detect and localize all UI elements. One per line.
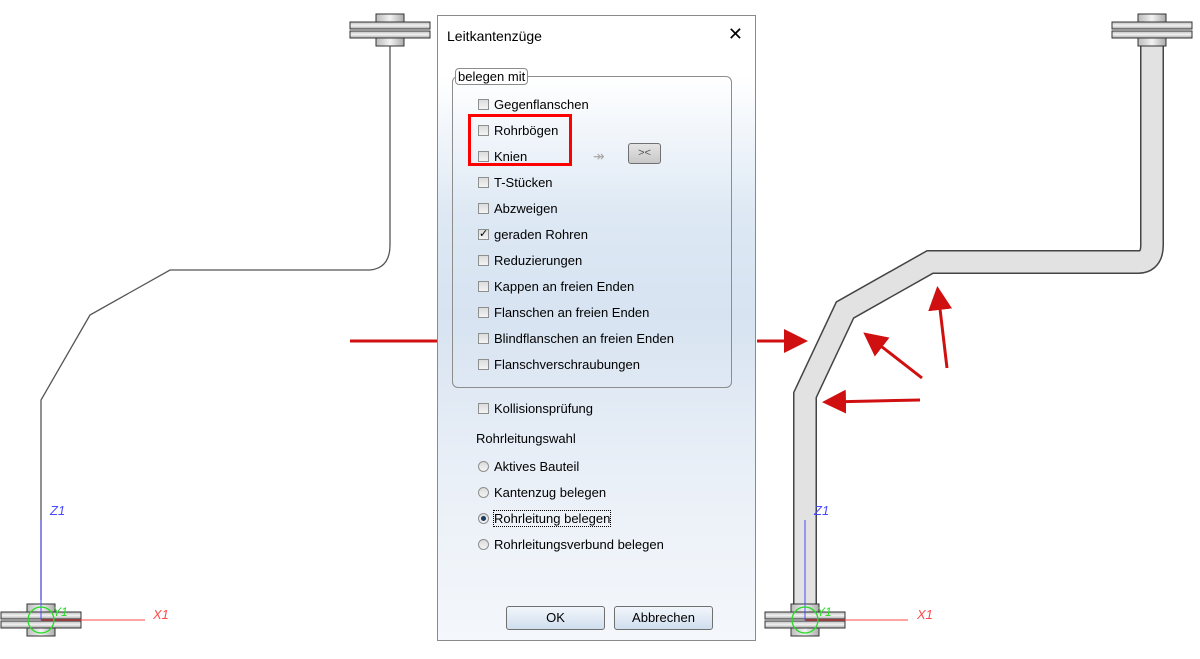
checkbox-label: T-Stücken	[494, 175, 553, 190]
swap-arrows-icon: ↠	[593, 148, 605, 164]
belegen-mit-group	[452, 76, 732, 388]
group-label: belegen mit	[455, 68, 529, 85]
option-checkbox[interactable]: Abzweigen	[478, 201, 558, 216]
axis-label-z: Z1	[49, 503, 65, 518]
dialog-title: Leitkantenzüge	[447, 28, 542, 44]
axis-right	[791, 520, 908, 634]
option-checkbox[interactable]: Gegenflanschen	[478, 97, 589, 112]
radio-button[interactable]	[478, 487, 489, 498]
radio-label: Rohrleitungsverbund belegen	[494, 537, 664, 552]
radio-button[interactable]	[478, 539, 489, 550]
highlight-box	[468, 114, 572, 166]
pipe-model-right	[764, 13, 1193, 637]
checkbox[interactable]	[478, 307, 489, 318]
option-checkbox[interactable]: Knien	[478, 149, 527, 164]
checkbox-label: Blindflanschen an freien Enden	[494, 331, 674, 346]
axis-label-x-right: X1	[916, 607, 933, 622]
checkbox[interactable]	[478, 281, 489, 292]
swap-button[interactable]: ><	[628, 143, 661, 164]
checkbox[interactable]	[478, 403, 489, 414]
radio-label: Rohrleitung belegen	[492, 510, 612, 527]
checkbox[interactable]	[478, 125, 489, 136]
checkbox[interactable]	[478, 203, 489, 214]
collision-checkbox[interactable]: Kollisionsprüfung	[478, 401, 593, 416]
checkbox-label: Kappen an freien Enden	[494, 279, 635, 294]
axis-label-x: X1	[152, 607, 169, 622]
axis-label-y: Y1	[53, 605, 68, 619]
checkbox-label: Knien	[494, 149, 528, 164]
cancel-button[interactable]: Abbrechen	[614, 606, 713, 630]
checkbox[interactable]: ✓	[478, 228, 489, 240]
option-checkbox[interactable]: Flanschverschraubungen	[478, 357, 640, 372]
option-checkbox[interactable]: T-Stücken	[478, 175, 553, 190]
axis-left	[27, 520, 145, 634]
radio-button[interactable]	[478, 461, 489, 472]
selection-heading: Rohrleitungswahl	[476, 431, 576, 446]
option-checkbox[interactable]: Rohrbögen	[478, 123, 558, 138]
wireframe-pipe-left	[0, 13, 431, 637]
checkbox-label: Kollisionsprüfung	[494, 401, 594, 416]
leitkantenzuege-dialog: Leitkantenzüge ✕ belegen mit Gegenflansc…	[437, 15, 756, 641]
axis-label-y-right: Y1	[817, 605, 832, 619]
radio-option[interactable]: Rohrleitung belegen	[478, 510, 612, 527]
checkbox-label: Reduzierungen	[494, 253, 583, 268]
radio-option[interactable]: Rohrleitungsverbund belegen	[478, 537, 664, 552]
checkbox-label: Flanschverschraubungen	[494, 357, 640, 372]
option-checkbox[interactable]: Blindflanschen an freien Enden	[478, 331, 674, 346]
ok-button[interactable]: OK	[506, 606, 605, 630]
radio-label: Kantenzug belegen	[494, 485, 607, 500]
radio-option[interactable]: Kantenzug belegen	[478, 485, 606, 500]
option-checkbox[interactable]: Flanschen an freien Enden	[478, 305, 649, 320]
close-icon[interactable]: ✕	[727, 24, 743, 44]
option-checkbox[interactable]: ✓ geraden Rohren	[478, 227, 588, 242]
option-checkbox[interactable]: Reduzierungen	[478, 253, 582, 268]
checkbox[interactable]	[478, 333, 489, 344]
radio-button[interactable]	[478, 513, 489, 524]
checkbox[interactable]	[478, 255, 489, 266]
annotation-arrows	[350, 286, 953, 414]
checkbox-label: Gegenflanschen	[494, 97, 589, 112]
checkbox[interactable]	[478, 151, 489, 162]
checkbox[interactable]	[478, 359, 489, 370]
checkbox-label: geraden Rohren	[494, 227, 588, 242]
radio-label: Aktives Bauteil	[494, 459, 580, 474]
checkbox[interactable]	[478, 99, 489, 110]
checkbox-label: Flanschen an freien Enden	[494, 305, 650, 320]
checkbox-label: Rohrbögen	[494, 123, 559, 138]
checkbox-label: Abzweigen	[494, 201, 558, 216]
radio-option[interactable]: Aktives Bauteil	[478, 459, 579, 474]
checkbox[interactable]	[478, 177, 489, 188]
axis-label-z-right: Z1	[813, 503, 829, 518]
option-checkbox[interactable]: Kappen an freien Enden	[478, 279, 634, 294]
